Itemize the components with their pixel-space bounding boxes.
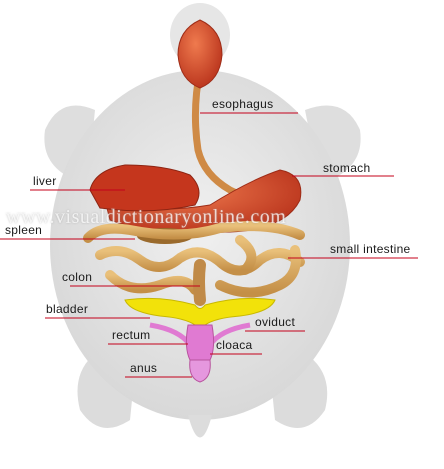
label-stomach: stomach [323, 161, 370, 175]
label-oviduct: oviduct [255, 315, 295, 329]
label-spleen: spleen [5, 223, 42, 237]
label-anus: anus [130, 361, 157, 375]
label-rectum: rectum [112, 328, 150, 342]
cloaca [186, 325, 213, 360]
colon [199, 265, 200, 300]
label-colon: colon [62, 270, 92, 284]
liver [90, 165, 199, 211]
label-bladder: bladder [46, 302, 88, 316]
label-esophagus: esophagus [212, 97, 273, 111]
label-cloaca: cloaca [216, 338, 253, 352]
watermark: www.visualdictionaryonline.com [6, 206, 286, 229]
label-liver: liver [33, 174, 57, 188]
label-small-intestine: small intestine [330, 242, 411, 256]
